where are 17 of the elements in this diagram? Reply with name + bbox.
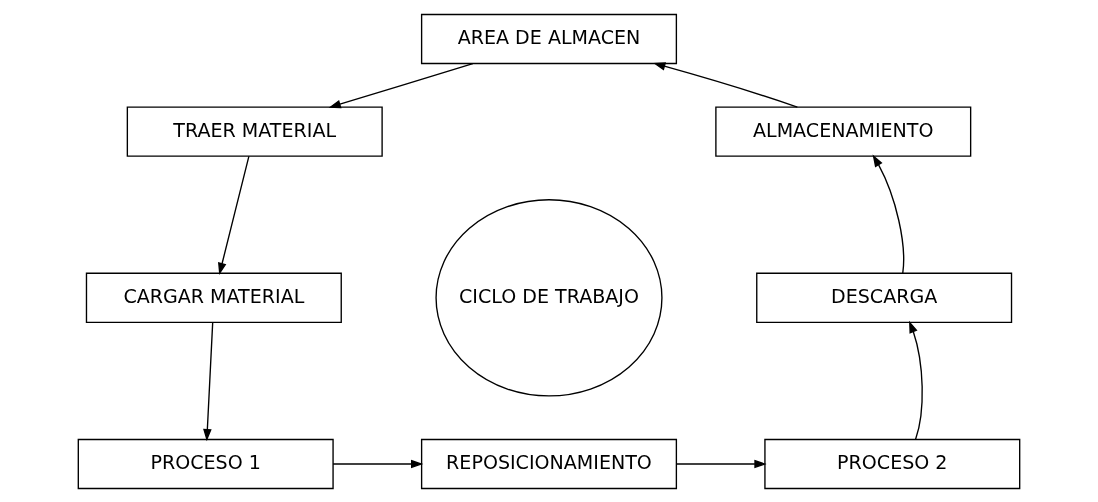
- arrow: [328, 62, 474, 108]
- node-box: TRAER MATERIAL: [126, 105, 383, 157]
- arrow: [218, 155, 250, 275]
- node-box: REPOSICIONAMIENTO: [420, 438, 678, 489]
- arrow: [909, 320, 923, 440]
- arrow: [872, 154, 905, 274]
- node-box: CARGAR MATERIAL: [85, 272, 342, 323]
- node-box: PROCESO 1: [77, 438, 334, 489]
- arrow: [653, 61, 798, 108]
- node-box: DESCARGA: [756, 272, 1013, 323]
- arrow: [332, 459, 424, 468]
- node-ellipse: CICLO DE TRABAJO: [435, 198, 663, 397]
- arrow: [675, 459, 767, 468]
- node-box: ALMACENAMIENTO: [715, 105, 972, 157]
- arrow: [203, 321, 214, 441]
- node-box: PROCESO 2: [764, 438, 1021, 489]
- node-box: AREA DE ALMACEN: [420, 13, 678, 64]
